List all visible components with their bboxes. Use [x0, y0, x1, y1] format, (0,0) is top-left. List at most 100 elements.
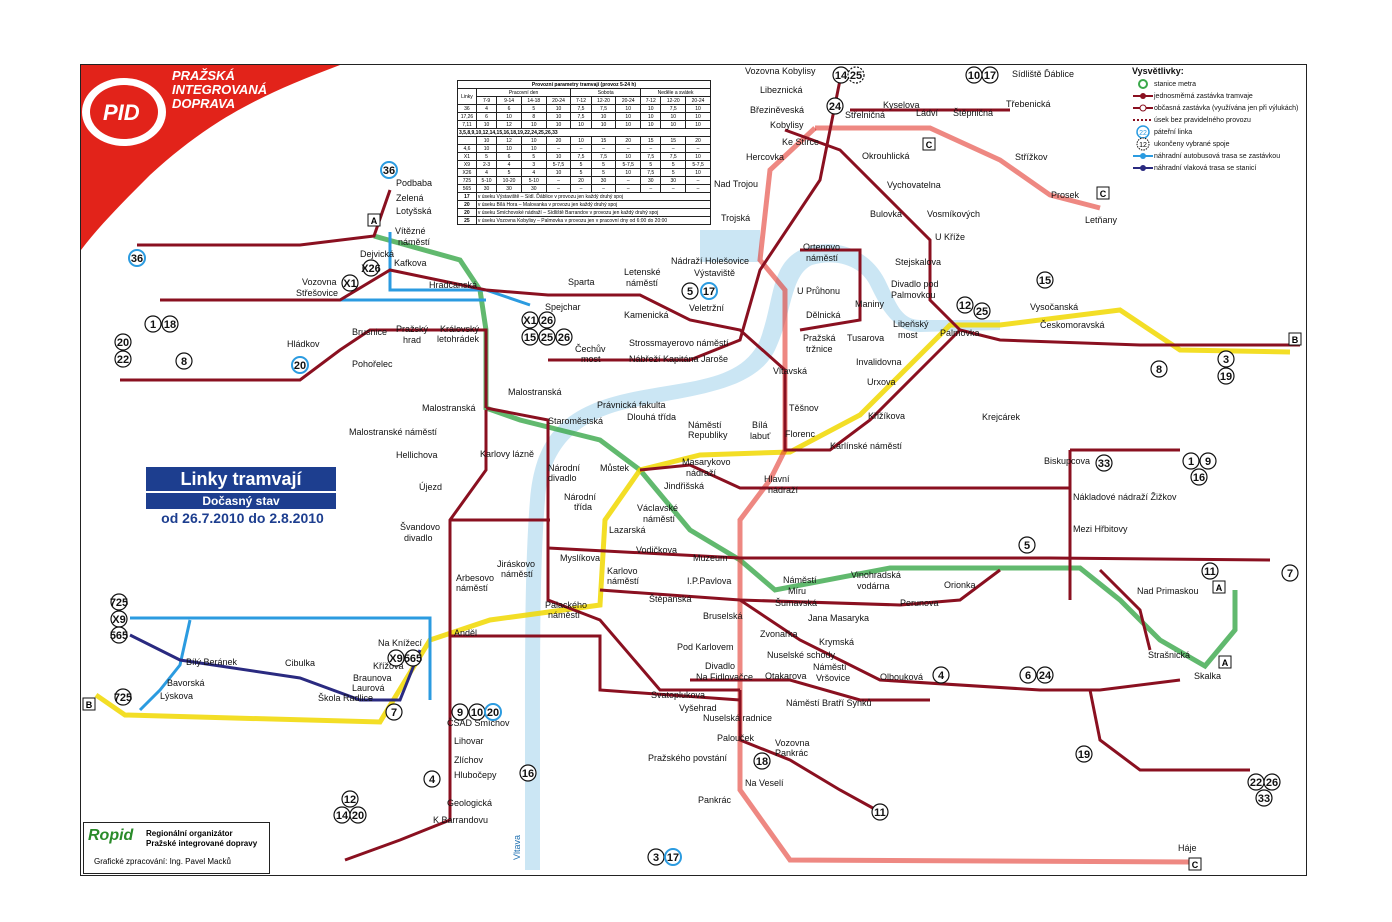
station-label: Dejvická	[360, 249, 394, 259]
line-badge: 25	[973, 302, 991, 320]
station-label: Arbesovo	[456, 573, 494, 583]
timetable-cell: 10	[545, 152, 572, 161]
timetable-cell: 10	[660, 112, 687, 121]
station-label: Nádraží Holešovice	[671, 256, 749, 266]
station-label: Můstek	[600, 463, 630, 473]
legend-label: náhradní vlaková trasa se stanicí	[1154, 164, 1257, 172]
timetable-cell: 30	[475, 184, 498, 193]
legend-label: ukončeny vybrané spoje	[1154, 140, 1230, 148]
timetable-cell: 10	[615, 152, 642, 161]
timetable-cell: 20	[615, 136, 642, 145]
timetable-cell: 5	[660, 168, 687, 177]
timetable-cell: –	[685, 176, 711, 185]
station-label: Újezd	[419, 482, 442, 492]
metro-line-label: C	[922, 137, 936, 151]
ropid-org-line2: Pražské integrované dopravy	[146, 839, 258, 848]
line-badge: 17	[981, 66, 999, 84]
timetable-group-weekday: Pracovní den	[475, 88, 572, 97]
station-label: Podbaba	[396, 178, 432, 188]
svg-text:25: 25	[541, 332, 553, 344]
timetable-cell: –	[685, 184, 711, 193]
station-label: Březiněveská	[750, 105, 804, 115]
bus-route-725	[138, 619, 192, 712]
timetable-cell: 3	[520, 160, 547, 169]
station-label: náměstí	[806, 253, 839, 263]
svg-text:725: 725	[114, 692, 132, 704]
timetable-col-header: 7-9	[475, 96, 498, 105]
station-label: Dělnická	[806, 310, 841, 320]
station-label: Pohořelec	[352, 359, 393, 369]
timetable-cell: 10	[640, 112, 662, 121]
station-label: Bílý Beránek	[186, 657, 238, 667]
svg-text:25: 25	[850, 70, 862, 82]
line-badge: 3	[1217, 350, 1235, 368]
oneway-icon	[1132, 91, 1154, 101]
station-label: Sparta	[568, 277, 595, 287]
station-label: Olbouková	[880, 672, 923, 682]
station-label: Míru	[788, 586, 806, 596]
svg-text:17: 17	[667, 852, 679, 864]
line-badge: 8	[175, 352, 193, 370]
station-label: Svatoplukova	[651, 690, 705, 700]
station-label: Vozovna	[775, 738, 810, 748]
timetable-cell: 10	[615, 104, 642, 113]
timetable-cell: 7,5	[660, 152, 687, 161]
line-badge: 20	[114, 333, 132, 351]
ropid-logo: Ropid	[88, 827, 134, 844]
svg-text:X9: X9	[389, 653, 402, 665]
line-badge: 8	[1150, 360, 1168, 378]
svg-text:17: 17	[703, 286, 715, 298]
train-icon	[1132, 163, 1154, 173]
timetable-cell: 10	[590, 120, 617, 129]
timetable-cell: 6	[496, 104, 522, 113]
station-label: Ke Stírce	[782, 137, 819, 147]
metro-c-line	[737, 126, 1191, 865]
station-label: Invalidovna	[856, 357, 902, 367]
station-label: Jana Masaryka	[808, 613, 869, 623]
svg-text:17: 17	[984, 70, 996, 82]
station-label: Náměstí	[813, 662, 847, 672]
station-label: Spejchar	[545, 302, 581, 312]
svg-text:18: 18	[756, 756, 768, 768]
station-label: Švandovo	[400, 522, 440, 532]
timetable-cell: 4	[496, 160, 522, 169]
dashed-icon	[1132, 115, 1154, 125]
line-badge: 7	[385, 703, 403, 721]
station-label: Mezi Hřbitovy	[1073, 524, 1128, 534]
timetable-cell: 10	[685, 152, 711, 161]
station-label: Vosmíkových	[927, 209, 980, 219]
legend-item: úsek bez pravidelného provozu	[1132, 114, 1304, 126]
timetable-cell: –	[660, 184, 687, 193]
bus-icon	[1132, 151, 1154, 161]
svg-text:565: 565	[110, 630, 128, 642]
svg-text:C: C	[1100, 189, 1107, 199]
station-label: Orionka	[944, 580, 976, 590]
station-label: Křižíkova	[868, 411, 905, 421]
svg-text:4: 4	[938, 670, 945, 682]
station-label: Královský	[440, 324, 480, 334]
svg-text:25: 25	[976, 306, 988, 318]
svg-text:14: 14	[835, 70, 848, 82]
svg-text:22: 22	[117, 354, 129, 366]
station-label: náměstí	[643, 514, 676, 524]
timetable-cell: 4	[475, 104, 498, 113]
svg-text:18: 18	[164, 319, 176, 331]
timetable-cell: 5	[570, 168, 592, 177]
bus-route-x26	[388, 232, 531, 307]
station-label: Nuselské schody	[767, 650, 836, 660]
vltava-river	[525, 244, 1000, 871]
timetable-cell: –	[615, 144, 642, 153]
station-label: Vodičkova	[636, 545, 677, 555]
timetable-cell: 10	[475, 144, 498, 153]
timetable-cell: 30	[640, 176, 662, 185]
metro-line-label: B	[1288, 332, 1302, 346]
line-badge: 24	[826, 97, 844, 115]
station-label: Vítězné	[395, 226, 426, 236]
line-badge: 22	[1247, 773, 1265, 791]
station-label: I.P.Pavlova	[687, 576, 731, 586]
timetable-cell: 5-10	[520, 176, 547, 185]
svg-text:A: A	[371, 216, 378, 226]
